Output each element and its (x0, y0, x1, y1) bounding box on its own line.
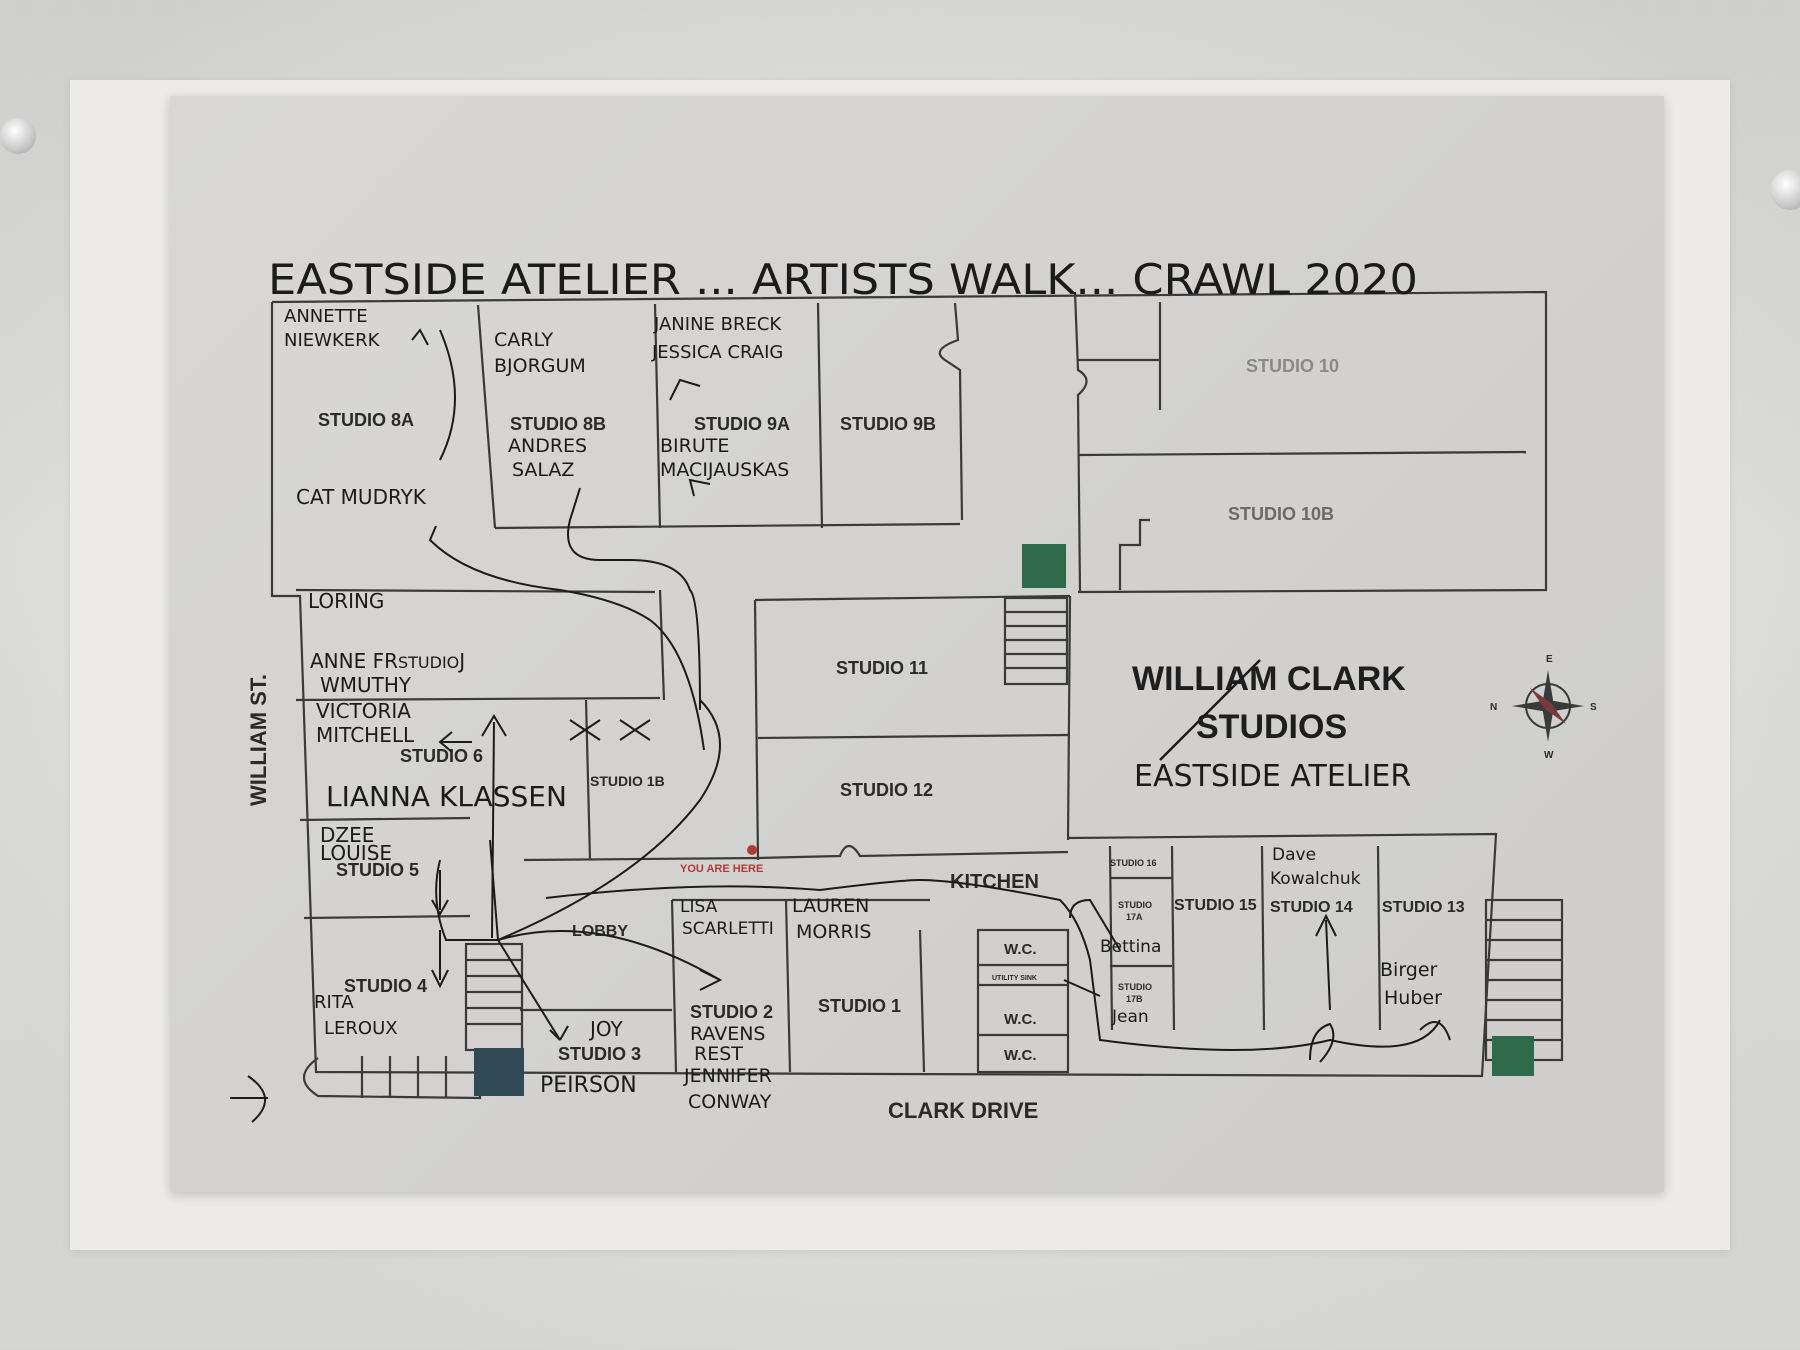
strike-through-line (1159, 659, 1261, 761)
you-are-here-label: YOU ARE HERE (680, 863, 763, 875)
artist-label: MORRIS (796, 921, 871, 943)
street-label-west: WILLIAM ST. (246, 674, 271, 806)
artist-label: JESSICA CRAIG (651, 342, 783, 363)
room-label: STUDIO 10 (1246, 356, 1339, 376)
artist-label: LEROUX (324, 1018, 398, 1039)
room-label: STUDIO 1B (590, 773, 665, 789)
room-label: KITCHEN (950, 871, 1039, 893)
room-label: STUDIO 14 (1270, 899, 1353, 916)
room-label: STUDIO 8B (510, 414, 606, 434)
room-label: STUDIO 12 (840, 780, 933, 800)
map-title: EASTSIDE ATELIER ... ARTISTS WALK... CRA… (268, 255, 1418, 304)
room-label: STUDIO 13 (1382, 899, 1465, 916)
artist-label: LAUREN (792, 895, 869, 917)
artist-label: JOY (588, 1017, 624, 1041)
artist-label: PEIRSON (540, 1073, 637, 1098)
accessible-elevator-icon (474, 1048, 524, 1096)
compass-s: S (1590, 702, 1597, 713)
artist-label: CAT MUDRYK (296, 485, 427, 509)
room-label: STUDIO 3 (558, 1044, 641, 1064)
room-label: W.C. (1004, 1011, 1037, 1028)
artist-label: RITA (314, 992, 354, 1013)
room-label: 17A (1126, 912, 1143, 922)
floor-plan-sheet (170, 96, 1664, 1192)
artist-label: JANINE BRECK (653, 314, 782, 335)
artist-label: ANNE FRSTUDIOJ (310, 649, 465, 673)
exit-sign-icon (1492, 1036, 1534, 1076)
artist-label: NIEWKERK (284, 330, 381, 351)
artist-label: VICTORIA (316, 699, 411, 723)
room-label: STUDIO (1118, 982, 1152, 992)
room-label: STUDIO 5 (336, 860, 419, 880)
room-label: W.C. (1004, 941, 1037, 958)
room-label: STUDIO 10B (1228, 504, 1334, 524)
exit-sign-icon (1022, 544, 1066, 588)
room-label: STUDIO 9A (694, 414, 790, 434)
artist-label: Kowalchuk (1270, 869, 1361, 889)
building-name: WILLIAM CLARK (1132, 660, 1406, 698)
artist-label: Bettina (1100, 937, 1161, 957)
artist-label: SCARLETTI (682, 919, 774, 939)
room-label: LOBBY (572, 923, 628, 940)
you-are-here-marker-icon (747, 845, 757, 855)
push-pin-icon (0, 118, 36, 154)
room-label: STUDIO 11 (836, 658, 928, 678)
artist-label: LIANNA KLASSEN (326, 780, 567, 813)
artist-label: Dave (1272, 845, 1316, 865)
building-rename: EASTSIDE ATELIER (1134, 759, 1411, 794)
compass-w: W (1544, 750, 1554, 761)
room-label: 17B (1126, 994, 1143, 1004)
room-label: STUDIO 15 (1174, 897, 1257, 914)
artist-label: MITCHELL (316, 723, 415, 747)
artist-label: Birger (1380, 959, 1438, 981)
artist-label: LISA (680, 897, 718, 917)
walking-route-lines (230, 328, 1451, 1123)
room-label: STUDIO (1118, 900, 1152, 910)
artist-label: ANDRES (508, 435, 587, 457)
room-label: W.C. (1004, 1047, 1037, 1064)
push-pin-icon (1770, 170, 1800, 210)
artist-label: ANNETTE (284, 306, 368, 327)
artist-label: LOUISE (320, 841, 392, 865)
room-label: STUDIO 9B (840, 414, 936, 434)
compass-rose-icon: E N S W (1490, 654, 1597, 761)
compass-n: N (1490, 702, 1497, 713)
artist-label: BJORGUM (494, 355, 586, 377)
artist-label: LORING (308, 589, 384, 613)
room-label: STUDIO 2 (690, 1002, 773, 1022)
room-label: STUDIO 1 (818, 996, 901, 1016)
artist-label: REST (694, 1043, 743, 1065)
room-label: UTILITY SINK (992, 975, 1037, 982)
artist-label: DZEE (320, 823, 374, 847)
room-label: STUDIO 16 (1110, 858, 1157, 868)
artist-label: RAVENS (690, 1023, 766, 1045)
compass-e: E (1546, 654, 1553, 665)
artist-label: CARLY (494, 329, 554, 351)
building-name: STUDIOS (1196, 708, 1347, 746)
room-label: STUDIO 6 (400, 746, 483, 766)
artist-label: SALAZ (512, 459, 574, 481)
artist-label: MACIJAUSKAS (660, 459, 789, 481)
room-label: STUDIO 4 (344, 976, 427, 996)
artist-label: WMUTHY (320, 673, 412, 697)
artist-label: CONWAY (688, 1091, 772, 1113)
artist-label: Jean (1111, 1007, 1149, 1027)
artist-label: JENNIFER (683, 1065, 772, 1087)
street-label-south: CLARK DRIVE (888, 1098, 1038, 1123)
artist-label: BIRUTE (660, 435, 729, 457)
room-label: STUDIO 8A (318, 410, 414, 430)
artist-label: Huber (1384, 987, 1442, 1009)
